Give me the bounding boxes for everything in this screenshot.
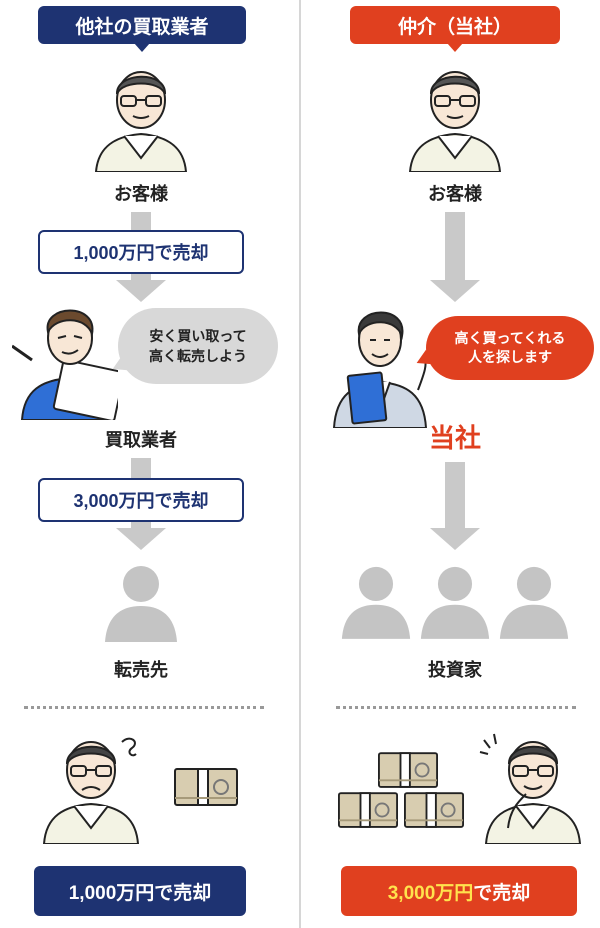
resale-person-icon	[105, 566, 177, 642]
customer-label-right: お客様	[428, 184, 482, 204]
result-right-suffix: で売却	[473, 882, 531, 904]
right-column-tag: 仲介（当社）	[350, 6, 560, 52]
result-right: 3,000万円 で売却	[341, 866, 577, 916]
investor-label: 投資家	[428, 660, 482, 680]
money-stack-icon	[338, 792, 398, 828]
agent-speech-bubble: 高く買ってくれる 人を探します	[426, 316, 594, 380]
sale-box-3000: 3,000万円で売却	[38, 478, 244, 522]
money-stack-icon	[174, 768, 238, 806]
agent-label: 当社	[428, 423, 481, 453]
investor-icon-1	[341, 566, 411, 639]
resale-label: 転売先	[114, 660, 168, 680]
result-right-amount: 3,000万円	[387, 882, 474, 904]
money-stack-icon	[404, 792, 464, 828]
buyer-bubble-line1: 安く買い取って	[149, 328, 247, 344]
sale-box-1000: 1,000万円で売却	[38, 230, 244, 274]
worried-customer-figure	[42, 737, 140, 844]
investor-icon-3	[499, 566, 569, 639]
customer-label-left: お客様	[114, 184, 168, 204]
pleased-customer-figure	[479, 733, 582, 844]
customer-figure-left	[94, 71, 188, 172]
buyer-bubble-line2: 高く転売しよう	[149, 348, 247, 364]
divider-dotted-right	[336, 706, 576, 709]
customer-figure-right	[408, 71, 502, 172]
buyer-speech-bubble: 安く買い取って 高く転売しよう	[118, 308, 278, 384]
investor-icon-2	[420, 566, 490, 639]
agent-bubble-line2: 人を探します	[468, 349, 552, 365]
buyer-figure	[12, 309, 118, 420]
money-stack-icon	[378, 752, 438, 788]
arrow-down-right-2	[430, 462, 480, 554]
buyer-label: 買取業者	[105, 430, 177, 450]
arrow-down-right-1	[430, 212, 480, 304]
center-divider	[299, 0, 301, 928]
agent-bubble-line1: 高く買ってくれる	[454, 330, 566, 346]
divider-dotted-left	[24, 706, 264, 709]
agent-figure	[332, 311, 428, 428]
left-column-tag: 他社の買取業者	[38, 6, 246, 52]
result-left: 1,000万円で売却	[34, 866, 246, 916]
